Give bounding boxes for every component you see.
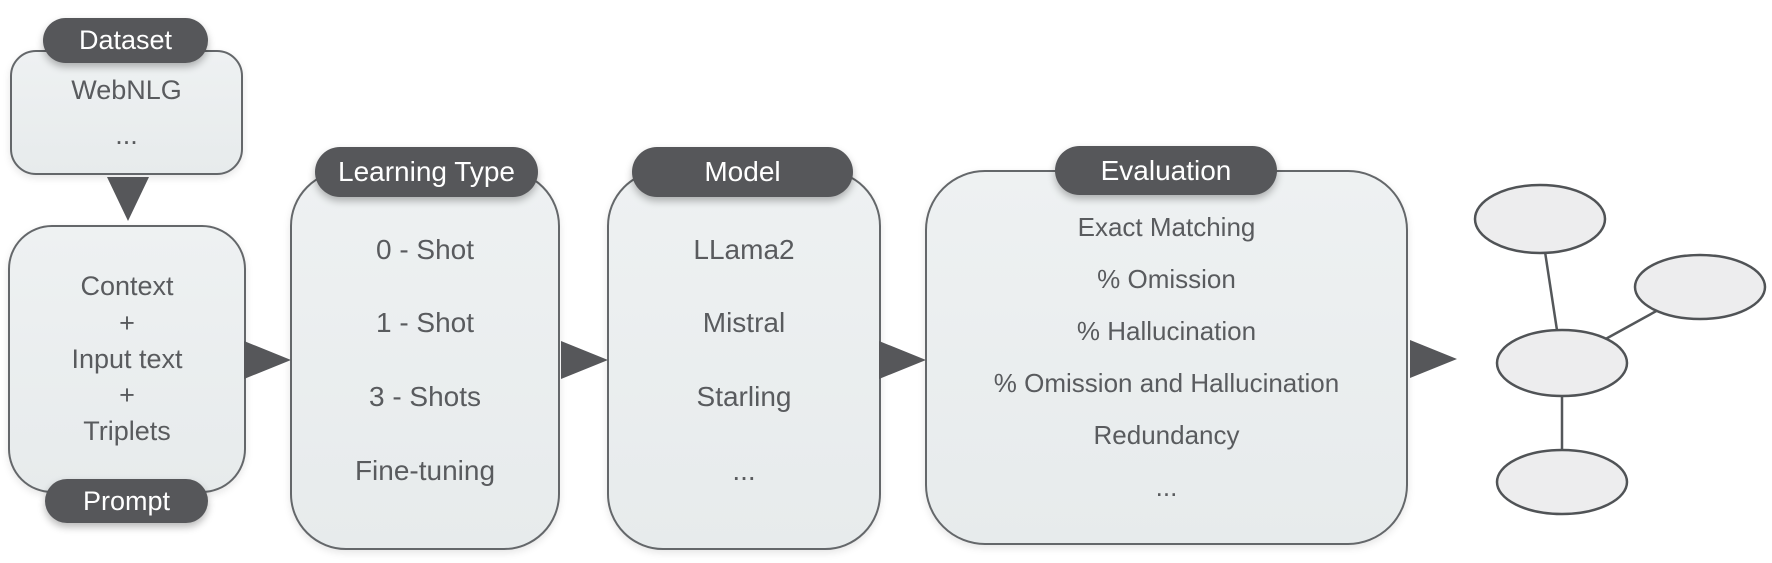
- prompt-item: Triplets: [83, 416, 171, 447]
- prompt-item: Input text: [71, 343, 183, 374]
- evaluation-item: % Omission and Hallucination: [993, 368, 1340, 398]
- dataset-box: WebNLG ...: [10, 50, 243, 175]
- graph-node: [1473, 183, 1607, 255]
- model-badge: Model: [632, 147, 853, 197]
- prompt-badge: Prompt: [45, 479, 208, 523]
- arrow-evaluation-to-output-graph: [1410, 340, 1457, 378]
- model-item: Starling: [696, 381, 792, 412]
- learning-type-item: 1 - Shot: [375, 307, 475, 339]
- learning-type-box: 0 - Shot 1 - Shot 3 - Shots Fine-tuning: [290, 170, 560, 550]
- arrow-dataset-to-prompt: [107, 177, 149, 221]
- evaluation-box: Exact Matching % Omission % Hallucinatio…: [925, 170, 1408, 545]
- model-item: LLama2: [693, 233, 795, 265]
- learning-type-item: 0 - Shot: [375, 233, 475, 265]
- learning-type-item: Fine-tuning: [354, 454, 496, 486]
- dataset-badge: Dataset: [43, 18, 208, 63]
- model-ellipsis: ...: [732, 454, 756, 486]
- plus-sign: +: [119, 307, 135, 338]
- evaluation-item: Redundancy: [1093, 420, 1240, 451]
- graph-node: [1633, 253, 1767, 321]
- learning-type-badge: Learning Type: [315, 147, 538, 197]
- prompt-box: Context + Input text + Triplets: [8, 225, 246, 493]
- evaluation-ellipsis: ...: [1155, 472, 1178, 503]
- dataset-ellipsis: ...: [115, 120, 138, 150]
- learning-type-item: 3 - Shots: [368, 381, 482, 412]
- evaluation-item: Exact Matching: [1077, 211, 1256, 242]
- evaluation-item: % Hallucination: [1076, 315, 1257, 346]
- prompt-item: Context: [80, 271, 174, 302]
- dataset-item: WebNLG: [71, 74, 182, 105]
- plus-sign: +: [119, 380, 135, 411]
- output-graph: [1473, 183, 1767, 516]
- evaluation-badge: Evaluation: [1055, 146, 1277, 195]
- graph-node: [1495, 448, 1629, 516]
- model-item: Mistral: [702, 307, 786, 339]
- arrow-prompt-to-learning-type: [244, 341, 291, 379]
- graph-node: [1495, 328, 1629, 398]
- evaluation-item: % Omission: [1097, 263, 1236, 294]
- arrow-model-to-evaluation: [879, 341, 926, 379]
- model-box: LLama2 Mistral Starling ...: [607, 170, 881, 550]
- arrow-learning-type-to-model: [561, 341, 608, 379]
